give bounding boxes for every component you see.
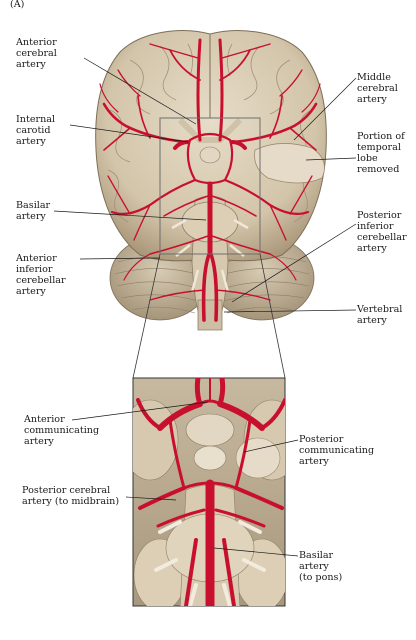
label-middle-cerebral-artery: Middle cerebral artery bbox=[357, 72, 398, 105]
label-vertebral-artery: Vertebral artery bbox=[357, 304, 403, 326]
label-anterior-inferior-cerebellar-artery: Anterior inferior cerebellar artery bbox=[16, 253, 66, 297]
label-posterior-inferior-cerebellar-artery: Posterior inferior cerebellar artery bbox=[357, 210, 407, 254]
label-anterior-communicating-artery: Anterior communicating artery bbox=[24, 414, 100, 447]
label-anterior-cerebral-artery: Anterior cerebral artery bbox=[16, 37, 57, 70]
label-basilar-artery: Basilar artery bbox=[16, 200, 51, 222]
leader-lines bbox=[53, 57, 357, 557]
panel-label: (A) bbox=[10, 0, 25, 10]
label-basilar-artery-to-pons: Basilar artery (to pons) bbox=[299, 550, 343, 583]
inset-illustration bbox=[132, 377, 286, 607]
zoom-lines bbox=[132, 253, 286, 379]
label-posterior-communicating-artery: Posterior communicating artery bbox=[299, 434, 375, 467]
brain-illustration bbox=[95, 30, 327, 331]
label-internal-carotid-artery: Internal carotid artery bbox=[16, 114, 56, 147]
label-temporal-lobe-removed: Portion of temporal lobe removed bbox=[357, 131, 405, 175]
label-posterior-cerebral-artery: Posterior cerebral artery (to midbrain) bbox=[22, 485, 120, 507]
